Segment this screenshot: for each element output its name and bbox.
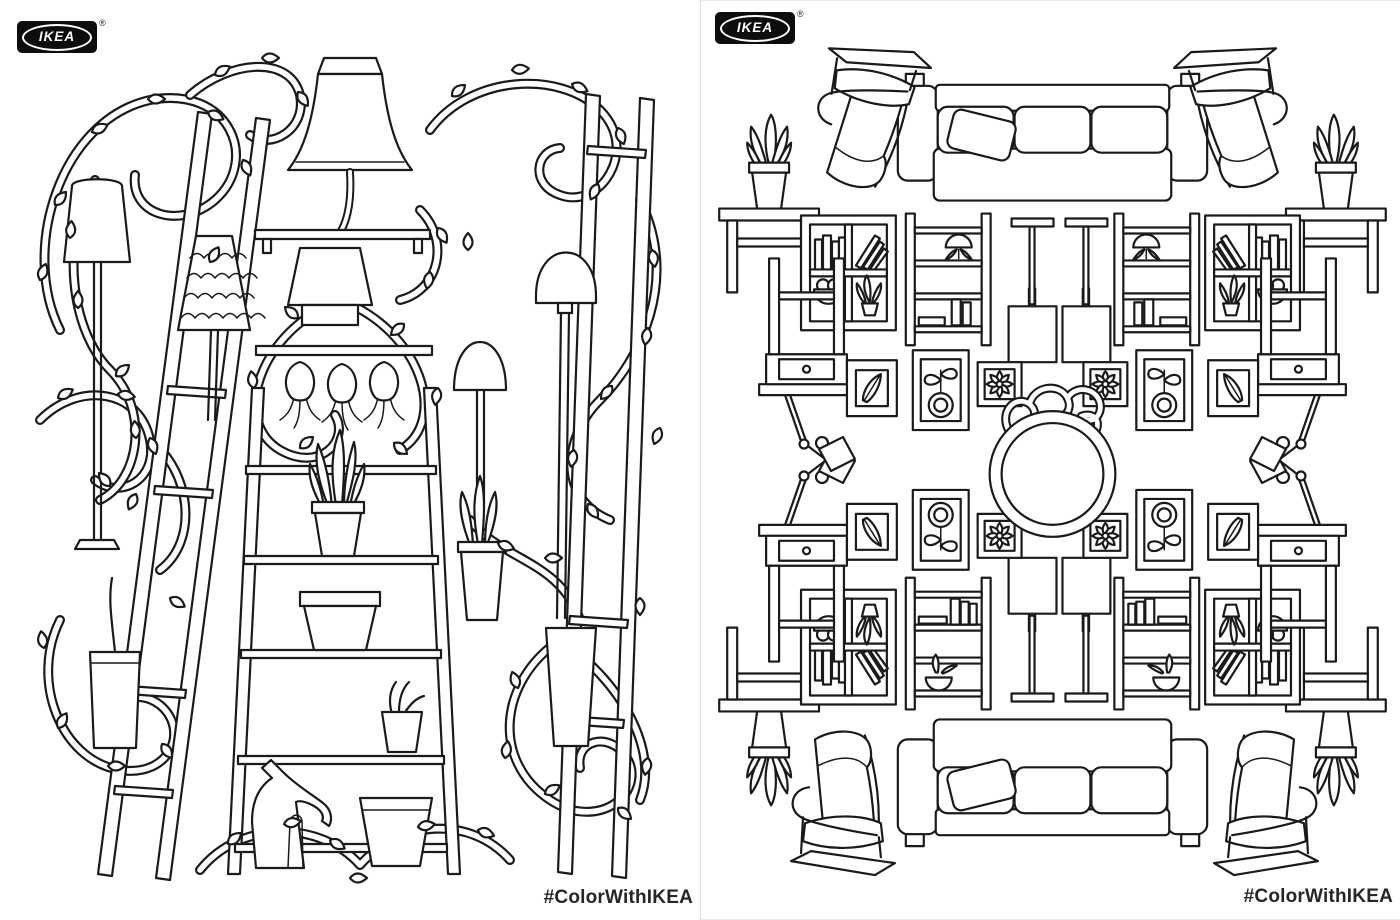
frame-leaf-bottom-right bbox=[1207, 502, 1260, 561]
sheet-living-room: IKEA ® bbox=[700, 0, 1400, 920]
living-room-illustration bbox=[718, 33, 1387, 877]
hashtag-label: #ColorWithIKEA bbox=[543, 887, 693, 908]
wall-shelf-top bbox=[253, 228, 432, 255]
registered-mark: ® bbox=[99, 18, 106, 28]
potted-snake-plant bbox=[308, 428, 366, 558]
frame-plant-top-right bbox=[1135, 349, 1194, 432]
frame-plant-top-left bbox=[911, 349, 970, 432]
small-dome-lamp bbox=[452, 340, 508, 507]
frame-plant-bottom-right bbox=[1135, 488, 1194, 571]
ikea-logo: IKEA ® bbox=[715, 9, 804, 44]
hanging-pot bbox=[88, 576, 142, 750]
ikea-logo-box: IKEA bbox=[17, 21, 97, 53]
plant-pot-small bbox=[380, 680, 426, 754]
armchair-bottom-left bbox=[789, 730, 896, 877]
frame-leaf-top-right bbox=[1207, 359, 1260, 418]
floor-lamp-top-right bbox=[1061, 217, 1112, 364]
armchair-bottom-right bbox=[1213, 730, 1320, 877]
pleated-lamp-shade bbox=[176, 234, 266, 422]
bookshelf-top-left bbox=[906, 214, 991, 346]
hashtag-label: #ColorWithIKEA bbox=[1243, 886, 1393, 907]
ikea-logo-oval: IKEA bbox=[22, 23, 92, 51]
bell-pendant-lamp bbox=[286, 56, 414, 231]
sheet-botanical: IKEA ® bbox=[17, 18, 693, 908]
plant-step-ladder bbox=[226, 386, 462, 876]
dome-floor-lamp bbox=[534, 251, 598, 620]
bookshelf-bottom-left bbox=[906, 578, 991, 710]
hanging-plants-shelf bbox=[254, 344, 434, 431]
registered-mark: ® bbox=[797, 9, 804, 19]
ikea-logo-text: IKEA bbox=[38, 29, 76, 45]
sofa-bottom bbox=[896, 718, 1209, 848]
bookshelf-top-right bbox=[1114, 214, 1199, 346]
ikea-logo-oval: IKEA bbox=[720, 14, 790, 42]
cube-storage-top-left bbox=[799, 214, 897, 332]
ornate-mirror bbox=[988, 388, 1117, 538]
cube-storage-bottom-right bbox=[1204, 588, 1302, 706]
frame-leaf-bottom-left bbox=[845, 502, 898, 561]
potted-plant-right bbox=[456, 474, 508, 622]
frame-plant-bottom-left bbox=[911, 488, 970, 571]
botanical-illustration bbox=[34, 52, 666, 884]
ikea-logo: IKEA ® bbox=[17, 18, 106, 53]
sofa-top bbox=[896, 72, 1209, 202]
frame-leaf-top-left bbox=[845, 359, 898, 418]
ikea-logo-box: IKEA bbox=[715, 12, 795, 44]
cube-storage-bottom-left bbox=[799, 588, 897, 706]
cube-storage-top-right bbox=[1204, 214, 1302, 332]
flower-pot-large bbox=[298, 590, 382, 652]
ikea-logo-text: IKEA bbox=[736, 20, 774, 36]
floor-lamp-top-left bbox=[1007, 217, 1058, 364]
frame-flower-top-right bbox=[1083, 362, 1127, 406]
flower-pot-bottom bbox=[358, 796, 434, 868]
table-lamp bbox=[286, 246, 374, 327]
floor-lamp-bottom-right bbox=[1061, 556, 1112, 703]
floor-lamp-bottom-left bbox=[1007, 556, 1058, 703]
floor-lamp-left bbox=[62, 178, 132, 551]
bookshelf-bottom-right bbox=[1114, 578, 1199, 710]
tall-planter bbox=[544, 626, 598, 748]
